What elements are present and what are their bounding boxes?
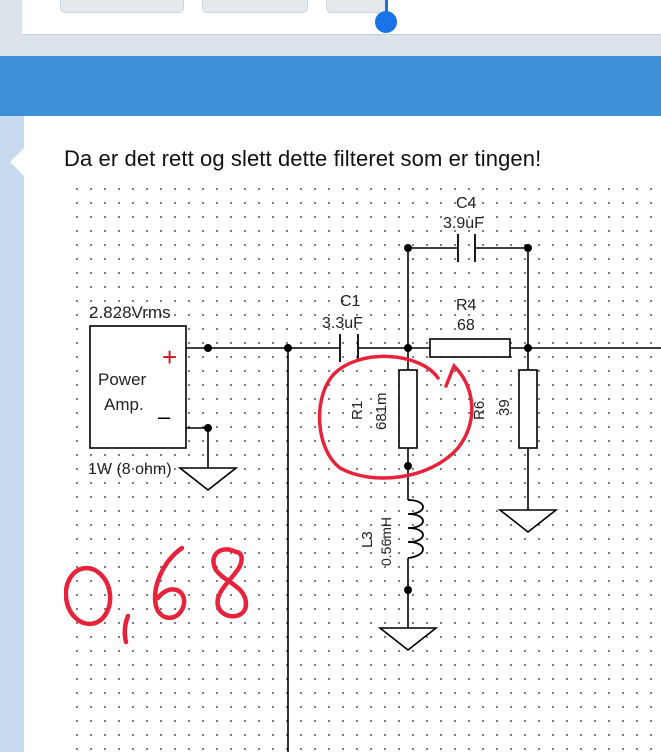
inductor-l3 [407, 499, 424, 559]
r6-name: R6 [471, 401, 488, 420]
amp-label-2: Amp. [104, 395, 144, 414]
c1-name: C1 [340, 293, 361, 310]
capacitor-c1 [339, 334, 359, 362]
r4-value: 68 [457, 317, 475, 334]
left-strip [0, 116, 24, 752]
resistor-r1 [398, 369, 418, 449]
c4-name: C4 [456, 195, 477, 212]
source-label: 2.828Vrms [89, 303, 171, 322]
junctions [204, 244, 532, 594]
plus-sign: + [162, 342, 177, 372]
ground-symbols [177, 467, 559, 652]
power-amp-symbol: + – Power Amp. [89, 325, 187, 449]
top-panel [22, 0, 661, 35]
minus-sign: – [158, 404, 171, 429]
r6-value: 39 [496, 399, 513, 416]
scroll-handle[interactable] [375, 11, 397, 33]
load-label: 1W (8 ohm) [88, 461, 172, 478]
header-bar [0, 56, 661, 116]
toolbar-button-3[interactable] [326, 0, 388, 13]
l3-value: 0.56mH [378, 517, 394, 566]
handwritten-value [64, 545, 249, 645]
circuit-schematic-image[interactable]: + – Power Amp. 2.828Vrms 1W (8 ohm) C1 3… [64, 180, 661, 752]
l3-name: L3 [359, 531, 376, 548]
r1-value: 681m [373, 392, 390, 430]
resistor-r4 [429, 338, 511, 358]
bubble-tail [10, 148, 24, 176]
resistor-r6 [518, 369, 538, 449]
scroll-track [385, 0, 388, 20]
r4-name: R4 [456, 297, 477, 314]
capacitor-c4 [457, 234, 476, 262]
amp-label-1: Power [98, 370, 147, 389]
c1-value: 3.3uF [322, 315, 363, 332]
message-text: Da er det rett og slett dette filteret s… [64, 146, 542, 171]
r1-name: R1 [349, 401, 366, 420]
dot-grid [64, 180, 661, 752]
c4-value: 3.9uF [443, 215, 484, 232]
toolbar-button-2[interactable] [202, 0, 308, 13]
handwritten-circle [317, 354, 474, 480]
toolbar-button-1[interactable] [60, 0, 184, 13]
